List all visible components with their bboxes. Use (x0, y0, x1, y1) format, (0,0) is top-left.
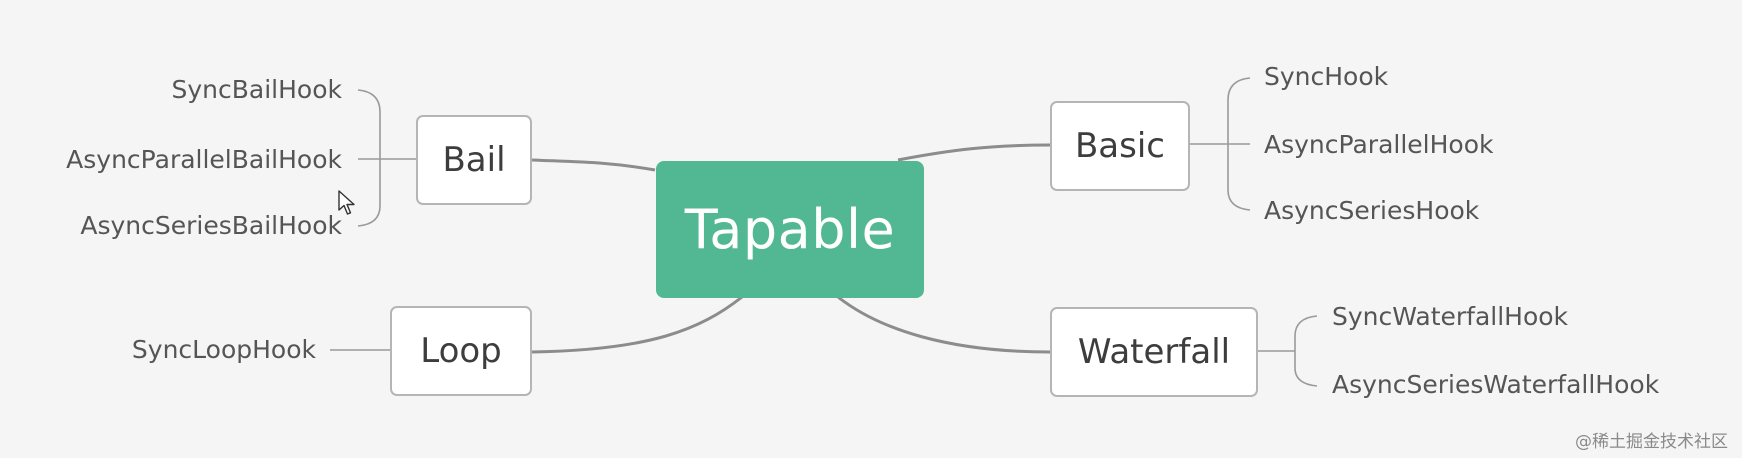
watermark-text: @稀土掘金技术社区 (1575, 432, 1728, 452)
bail-bracket (357, 89, 381, 227)
leaf-async-series-hook[interactable]: AsyncSeriesHook (1264, 196, 1480, 225)
basic-bracket (1227, 77, 1251, 211)
link-root-loop (531, 295, 743, 354)
branch-label-loop: Loop (420, 331, 502, 371)
leaf-async-parallel-hook[interactable]: AsyncParallelHook (1264, 130, 1494, 159)
branch-label-basic: Basic (1074, 126, 1165, 166)
leaf-sync-loop-hook[interactable]: SyncLoopHook (131, 335, 316, 364)
branch-node-waterfall[interactable]: Waterfall (1050, 307, 1258, 397)
branch-label-bail: Bail (442, 140, 506, 180)
leaf-sync-hook[interactable]: SyncHook (1264, 62, 1389, 91)
link-root-waterfall (837, 295, 1051, 354)
leaf-async-series-waterfall-hook[interactable]: AsyncSeriesWaterfallHook (1332, 370, 1660, 399)
leaf-async-parallel-bail-hook[interactable]: AsyncParallelBailHook (66, 145, 342, 174)
waterfall-bracket (1294, 315, 1318, 387)
leaf-async-series-bail-hook[interactable]: AsyncSeriesBailHook (80, 211, 342, 240)
branch-label-waterfall: Waterfall (1077, 332, 1231, 372)
leaf-sync-waterfall-hook[interactable]: SyncWaterfallHook (1332, 302, 1569, 331)
branch-node-bail[interactable]: Bail (416, 115, 532, 205)
branch-node-loop[interactable]: Loop (390, 306, 532, 396)
mouse-pointer-icon (338, 190, 356, 220)
branch-node-basic[interactable]: Basic (1050, 101, 1190, 191)
link-root-bail (531, 158, 656, 172)
root-node[interactable]: Tapable (656, 161, 924, 298)
leaf-sync-bail-hook[interactable]: SyncBailHook (171, 75, 342, 104)
root-label: Tapable (684, 198, 896, 261)
link-root-basic (897, 143, 1051, 162)
